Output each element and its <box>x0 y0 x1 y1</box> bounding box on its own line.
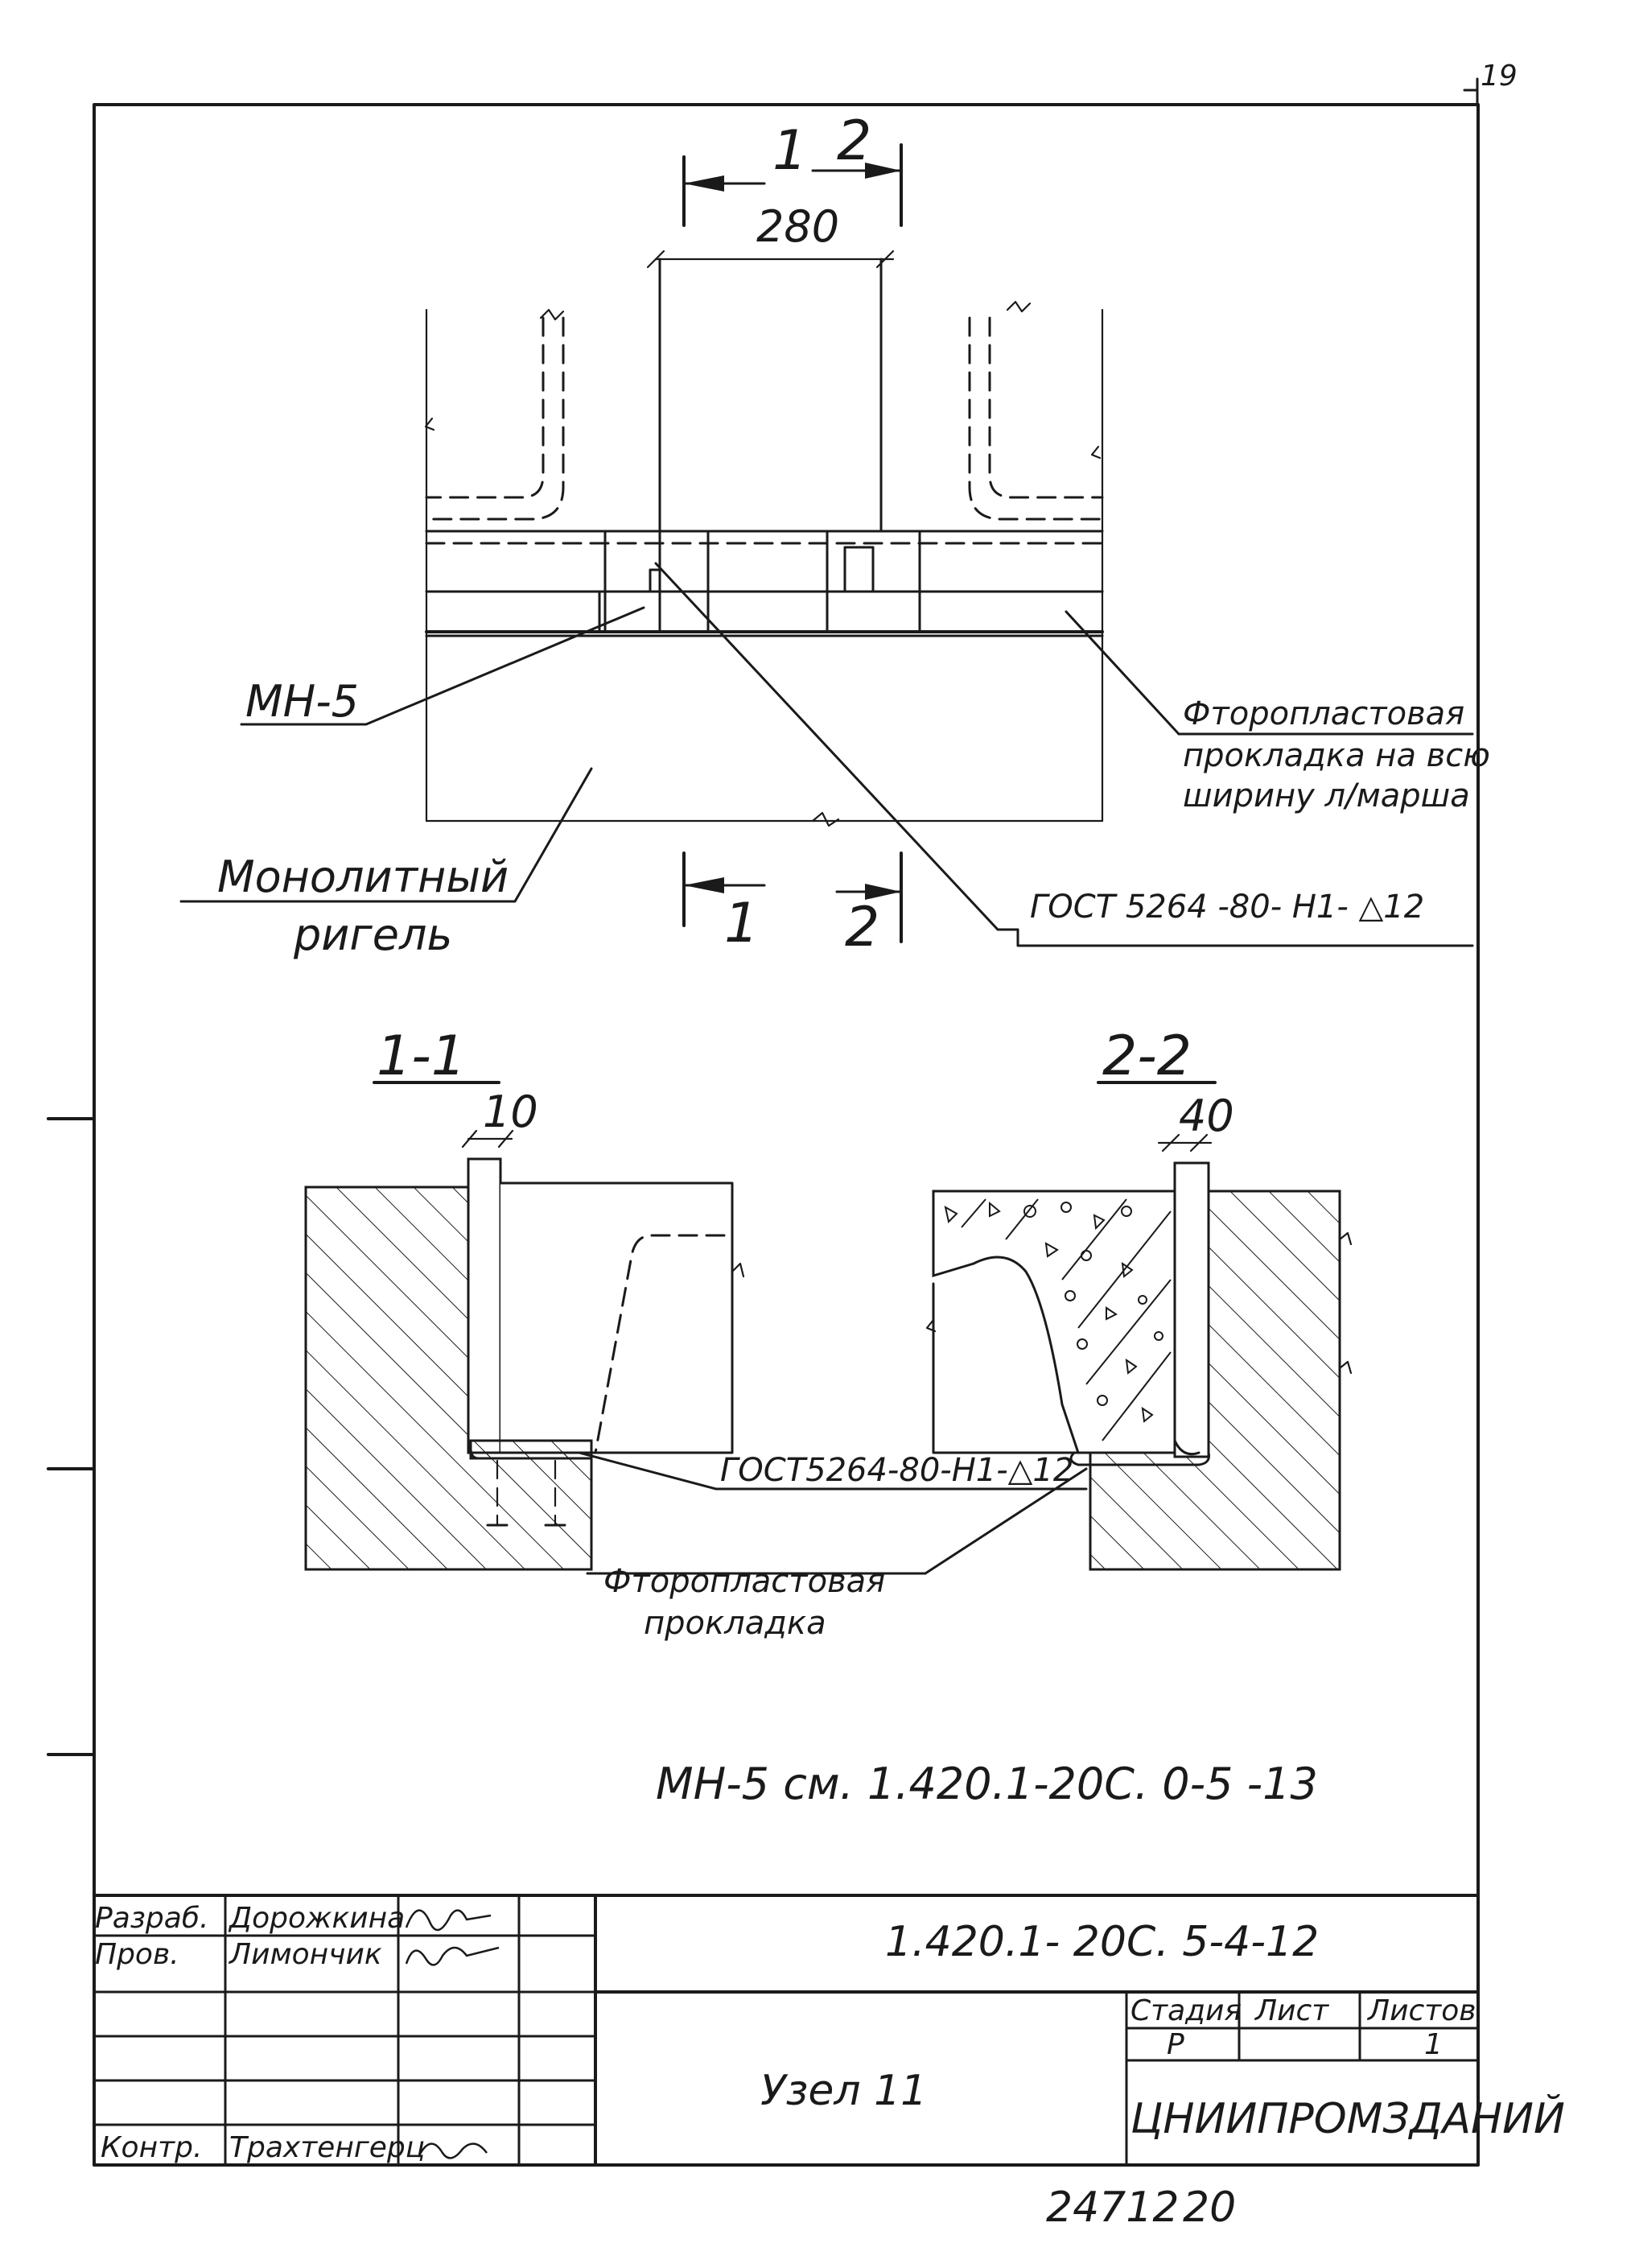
label-ftoro-2: прокладка на всю <box>1183 737 1490 774</box>
title-block <box>93 1894 1480 2167</box>
footer-inventory: 24712 <box>1046 2183 1179 2232</box>
sheet-frame <box>47 77 1480 2167</box>
tb-role-2: Пров. <box>95 1938 179 1971</box>
cut-mark-1-top: 1 <box>772 119 807 183</box>
cut-mark-1-bottom: 1 <box>724 892 759 955</box>
section-1-1 <box>304 1081 1088 1571</box>
tb-drawing-name: Узел 11 <box>760 2067 927 2115</box>
label-ftoro-section-1: Фторопластовая <box>603 1563 885 1600</box>
cut-mark-2-top: 2 <box>837 109 871 173</box>
label-ftoro-3: ширину л/марша <box>1183 777 1470 814</box>
label-gost-plan: ГОСТ 5264 -80- Н1- △12 <box>1030 889 1424 926</box>
footer-page: 20 <box>1183 2183 1236 2232</box>
tb-col-sheet: Лист <box>1254 1994 1329 2027</box>
section-2-2-dim: 40 <box>1179 1091 1234 1141</box>
label-mn5: МН-5 <box>245 676 359 727</box>
reference-note: МН-5 см. 1.420.1-20С. 0-5 -13 <box>656 1759 1318 1809</box>
tb-name-2: Лимончик <box>228 1938 382 1971</box>
tb-role-1: Разраб. <box>95 1902 208 1935</box>
tb-organization: ЦНИИПРОМЗДАНИЙ <box>1130 2094 1565 2143</box>
tb-col-sheets: Листов <box>1366 1994 1476 2027</box>
section-2-2 <box>586 1081 1353 1575</box>
tb-name-1: Дорожкина <box>228 1902 405 1935</box>
plan-view <box>179 143 1474 947</box>
tb-name-3: Трахтенгерц <box>229 2131 425 2164</box>
cut-mark-2-bottom: 2 <box>845 896 879 959</box>
section-1-1-title: 1-1 <box>377 1025 466 1088</box>
tb-code: 1.420.1- 20С. 5-4-12 <box>885 1918 1319 1966</box>
label-ftoro-1: Фторопластовая <box>1183 695 1464 732</box>
label-ftoro-section-2: прокладка <box>644 1605 826 1642</box>
sheet-corner-number: 19 <box>1481 60 1518 93</box>
section-2-2-title: 2-2 <box>1102 1025 1192 1088</box>
tb-col-stage: Стадия <box>1130 1994 1242 2027</box>
dimension-280: 280 <box>756 201 839 252</box>
label-monolit-2: ригель <box>293 909 452 960</box>
label-gost-section: ГОСТ5264-80-Н1-△12 <box>720 1452 1073 1489</box>
signatures <box>405 1909 500 2159</box>
tb-sheets-value: 1 <box>1424 2028 1443 2061</box>
concrete-aggregate-marks <box>944 1198 1172 1441</box>
section-1-1-dim: 10 <box>483 1087 538 1137</box>
label-monolit-1: Монолитный <box>217 852 509 902</box>
tb-stage-value: Р <box>1167 2028 1184 2061</box>
tb-role-3: Контр. <box>101 2131 202 2164</box>
